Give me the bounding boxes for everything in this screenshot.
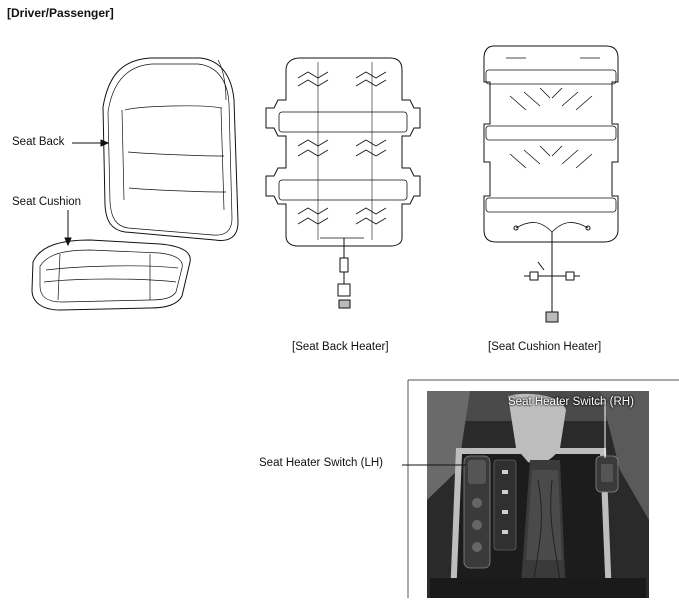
page-title: [Driver/Passenger]: [7, 6, 114, 20]
seat-heater-switch-lh-label: Seat Heater Switch (LH): [259, 457, 383, 469]
seat-back-label: Seat Back: [12, 136, 65, 148]
seat-cushion-label: Seat Cushion: [12, 196, 82, 208]
seat-back-heater-caption: [Seat Back Heater]: [292, 341, 389, 353]
seat-heater-switch-rh-label: Seat Heater Switch (RH): [508, 396, 634, 408]
seat-cushion-heater-caption: [Seat Cushion Heater]: [488, 341, 602, 353]
